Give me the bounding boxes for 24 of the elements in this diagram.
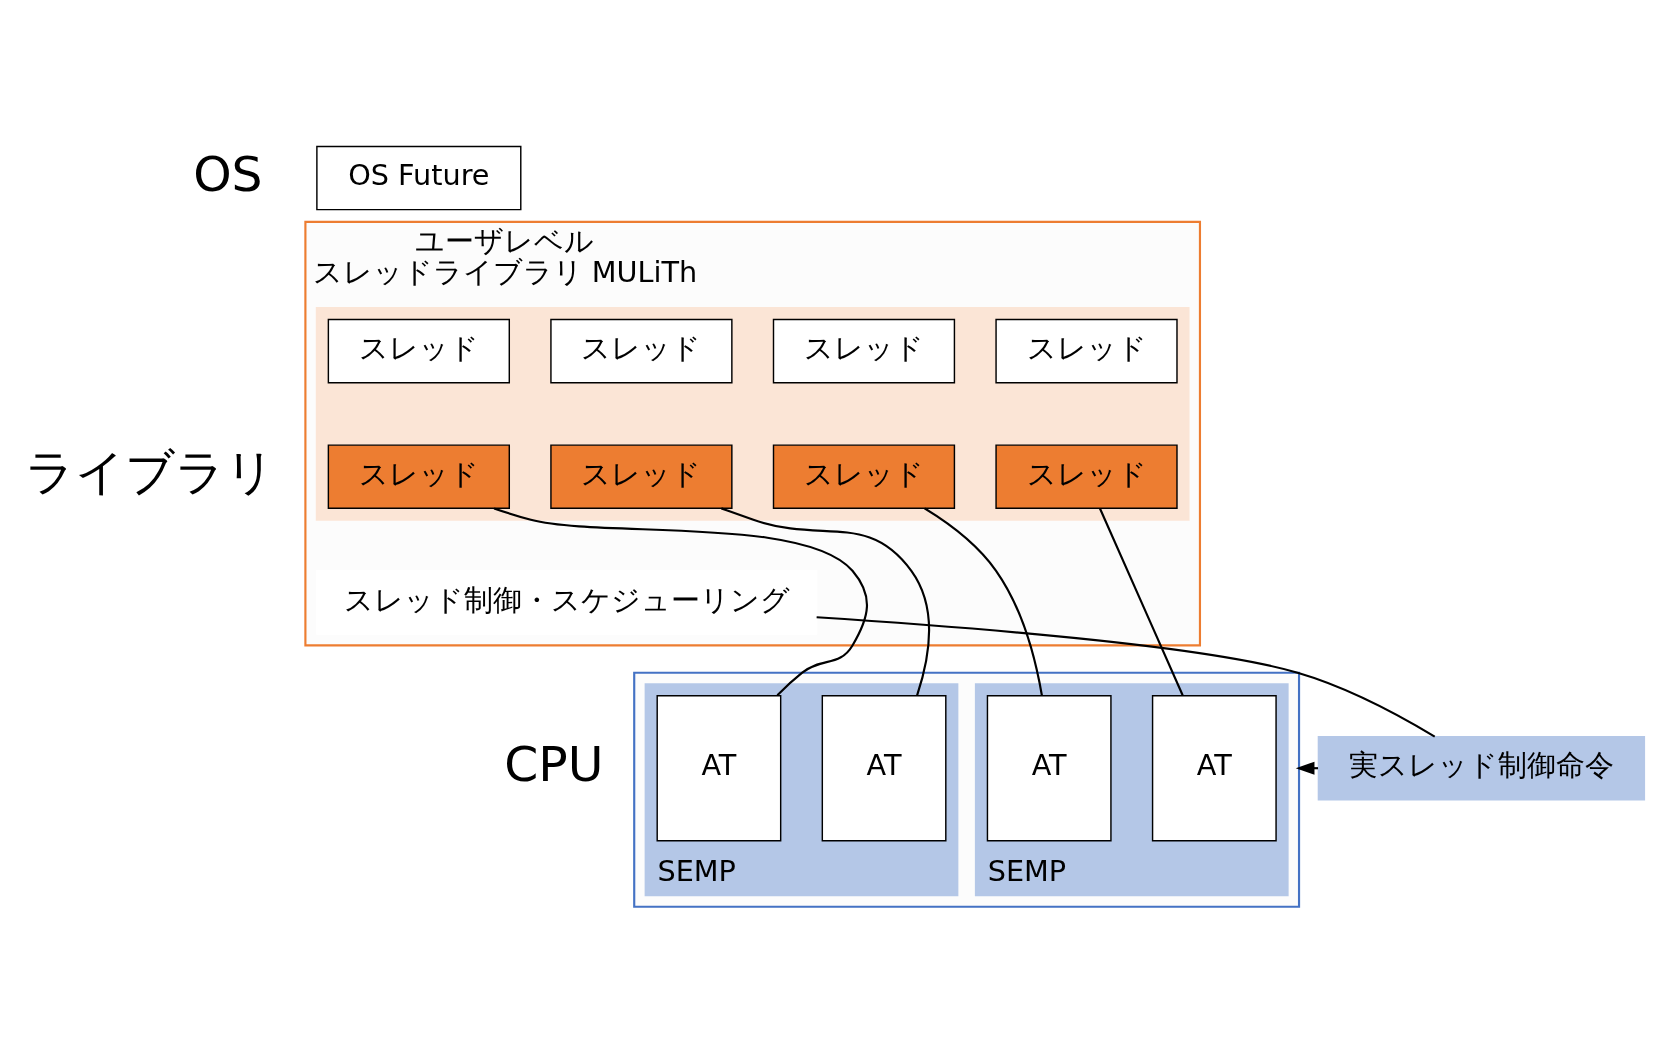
cluster (633, 671, 1301, 908)
connector (721, 507, 930, 696)
node-box: スレッド (327, 318, 510, 384)
node-box: AT (821, 694, 947, 842)
node-box: スレッド (995, 444, 1178, 510)
connector (816, 616, 1436, 738)
node-box: スレッド (995, 318, 1178, 384)
node-box: OS Future (316, 145, 522, 211)
node-box: スレッド (550, 318, 733, 384)
connector (923, 507, 1043, 696)
node-box: スレッド (550, 444, 733, 510)
label: OS (193, 145, 263, 203)
label: ライブラリ (25, 444, 276, 502)
node-box: AT (986, 694, 1112, 842)
node-box: 実スレッド制御命令 (1317, 735, 1646, 801)
connector (1099, 508, 1184, 696)
node-text: スレッド制御・スケジューリング (343, 582, 790, 617)
node-box: AT (656, 694, 782, 842)
node-box: スレッド (327, 444, 510, 510)
node-box: スレッド (772, 318, 956, 384)
label: CPU (504, 735, 604, 793)
cluster (315, 306, 1190, 521)
node-box: スレッド (772, 444, 956, 510)
node-box: AT (1151, 694, 1277, 842)
